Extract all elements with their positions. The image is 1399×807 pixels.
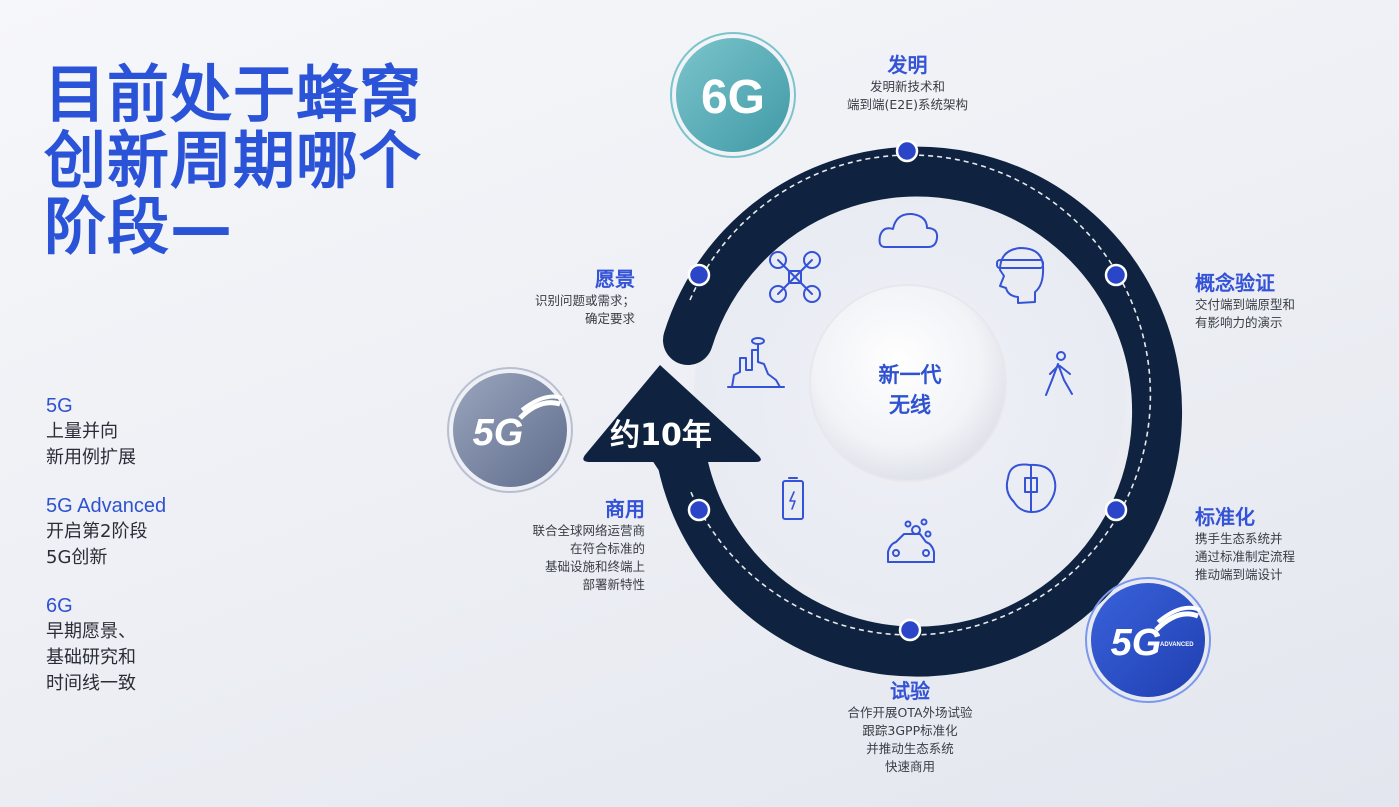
center-label-line: 无线	[889, 393, 931, 417]
stage-commercialization: 商用 联合全球网络运营商 在符合标准的 基础设施和终端上 部署新特性	[470, 496, 645, 594]
stage-desc: 并推动生态系统	[866, 741, 954, 756]
legend-text: 时间线一致	[46, 673, 136, 694]
cycle-duration-label: 约10年	[610, 418, 712, 453]
legend-text: 5G创新	[46, 547, 108, 568]
legend-heading: 5G Advanced	[46, 495, 167, 517]
smart-city-icon	[727, 337, 785, 388]
badge-5g	[447, 367, 573, 493]
stage-desc: 跟踪3GPP标准化	[862, 723, 958, 738]
dashed-track	[689, 154, 1152, 636]
badge-6g	[670, 32, 796, 158]
legend-text: 新用例扩展	[46, 447, 136, 468]
badge-5g-label: 5G	[472, 412, 524, 454]
legend-heading: 6G	[46, 595, 73, 617]
stage-proof-of-concept: 概念验证 交付端到端原型和 有影响力的演示	[1195, 270, 1385, 332]
stage-desc: 有影响力的演示	[1195, 315, 1283, 330]
legend-6g: 6G 早期愿景、 基础研究和 时间线一致	[46, 593, 276, 697]
badge-5g-advanced-sublabel: ADVANCED	[1160, 642, 1194, 648]
badge-6g-label: 6G	[700, 71, 766, 124]
stage-desc: 识别问题或需求；	[534, 293, 635, 308]
stage-standardization: 标准化 携手生态系统并 通过标准制定流程 推动端到端设计	[1195, 504, 1385, 584]
stage-title: 试验	[890, 679, 930, 703]
stage-title: 标准化	[1195, 505, 1255, 529]
title-line-2: 创新周期哪个	[44, 124, 423, 197]
stage-desc: 确定要求	[584, 311, 635, 326]
legend-text: 早期愿景、	[46, 621, 136, 642]
stage-desc: 发明新技术和	[869, 79, 945, 94]
legend-heading: 5G	[46, 395, 73, 417]
connected-car-icon	[887, 518, 935, 563]
stage-title: 商用	[605, 497, 645, 521]
stage-title: 愿景	[595, 267, 635, 291]
stage-desc: 在符合标准的	[569, 541, 645, 556]
legend-text: 开启第2阶段	[46, 521, 148, 542]
stage-desc: 合作开展OTA外场试验	[847, 705, 973, 720]
stage-trials: 试验 合作开展OTA外场试验 跟踪3GPP标准化 并推动生态系统 快速商用	[810, 678, 1010, 776]
legend-text: 上量并向	[46, 421, 118, 442]
walking-person-icon	[1045, 351, 1073, 396]
cloud-icon	[878, 212, 939, 248]
title-line-1: 目前处于蜂窝	[44, 58, 423, 131]
stage-title: 发明	[887, 53, 928, 77]
vr-headset-icon	[996, 247, 1045, 304]
center-label: 新一代 无线	[840, 360, 980, 420]
stage-dots	[687, 139, 1128, 642]
title-line-3: 阶段—	[44, 190, 234, 263]
stage-desc: 快速商用	[884, 759, 935, 774]
brain-chip-icon	[1005, 463, 1057, 513]
battery-icon	[782, 477, 804, 520]
generation-legend: 5G 上量并向 新用例扩展 5G Advanced 开启第2阶段 5G创新 6G…	[46, 393, 276, 719]
legend-5g-advanced: 5G Advanced 开启第2阶段 5G创新	[46, 493, 276, 571]
stage-desc: 通过标准制定流程	[1195, 549, 1296, 564]
page-title: 目前处于蜂窝 创新周期哪个 阶段—	[44, 62, 484, 260]
legend-text: 基础研究和	[46, 647, 136, 668]
stage-invention: 发明 发明新技术和 端到端(E2E)系统架构	[800, 52, 1015, 114]
drone-icon	[769, 251, 821, 303]
stage-desc: 基础设施和终端上	[544, 559, 645, 574]
stage-desc: 交付端到端原型和	[1195, 297, 1296, 312]
stage-desc: 携手生态系统并	[1195, 531, 1283, 546]
stage-vision: 愿景 识别问题或需求； 确定要求	[480, 266, 635, 328]
arrow-head	[583, 365, 761, 462]
stage-desc: 部署新特性	[582, 577, 645, 592]
cycle-ring	[657, 146, 1183, 677]
badge-5g-advanced	[1085, 577, 1211, 703]
stage-title: 概念验证	[1195, 271, 1275, 295]
stage-desc: 端到端(E2E)系统架构	[846, 97, 968, 112]
legend-5g: 5G 上量并向 新用例扩展	[46, 393, 276, 471]
stage-desc: 联合全球网络运营商	[532, 523, 645, 538]
badge-5g-advanced-label: 5G	[1110, 622, 1162, 664]
stage-desc: 推动端到端设计	[1195, 567, 1283, 582]
center-sphere	[809, 284, 1007, 482]
center-label-line: 新一代	[878, 363, 942, 387]
